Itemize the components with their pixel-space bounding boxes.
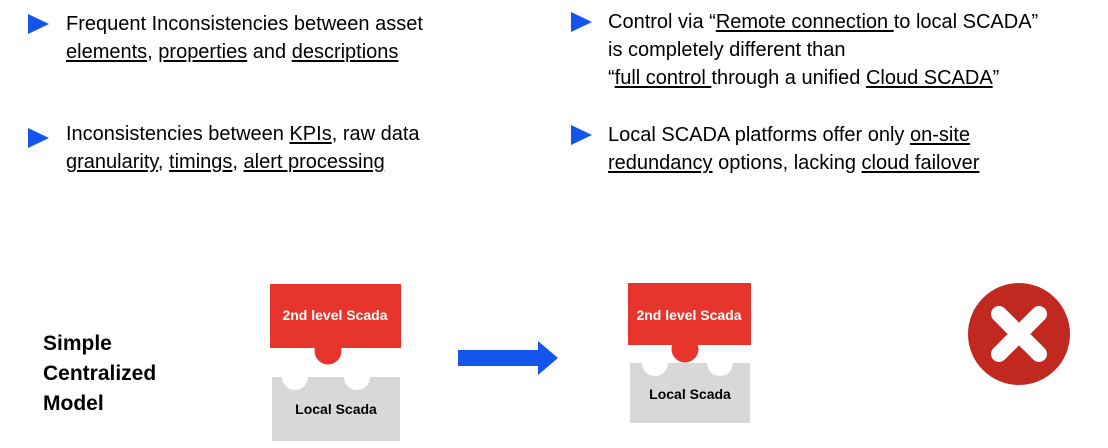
play-triangle-icon — [28, 14, 49, 34]
play-triangle-icon — [571, 125, 592, 145]
text-segment: Inconsistencies between — [66, 123, 290, 145]
text-segment: and — [247, 41, 292, 63]
text-segment: , — [147, 41, 159, 63]
top-piece-label: 2nd level Scada — [636, 307, 741, 323]
top-piece-label: 2nd level Scada — [282, 307, 387, 323]
second-level-scada-piece: 2nd level Scada — [270, 284, 401, 365]
underlined-text-segment: full control — [614, 67, 712, 89]
bullet-text-right-1: Control via “Remote connection to local … — [608, 8, 1108, 92]
text-segment: options, lacking — [712, 152, 862, 174]
text-segment: , — [232, 151, 244, 173]
puzzle-bottom-piece — [630, 363, 750, 423]
underlined-text-segment: timings — [169, 151, 233, 173]
underlined-text-segment: cloud failover — [861, 152, 980, 174]
model-label-line: Centralized — [43, 362, 157, 385]
model-label: Simple Centralized Model — [43, 329, 156, 419]
bottom-piece-label: Local Scada — [649, 386, 731, 402]
right-arrow-icon — [458, 341, 558, 375]
play-triangle-icon — [28, 128, 49, 148]
underlined-text-segment: properties — [158, 41, 248, 63]
underlined-text-segment: descriptions — [291, 41, 399, 63]
text-segment: “ — [608, 67, 615, 89]
text-segment: is completely different than — [608, 39, 846, 61]
arrow-shape — [458, 341, 558, 375]
underlined-text-segment: elements — [66, 41, 148, 63]
text-segment: ” — [992, 67, 1000, 89]
play-triangle-icon — [571, 12, 592, 32]
text-segment: Control via “ — [608, 11, 716, 33]
puzzle-top-piece — [628, 283, 751, 345]
model-label-line: Simple — [43, 332, 112, 355]
underlined-text-segment: alert processing — [243, 151, 385, 173]
local-scada-piece: Local Scada — [272, 377, 400, 441]
bullet-text-right-2: Local SCADA platforms offer only on-site… — [608, 121, 1108, 177]
puzzle-group-joined: Local Scada 2nd level Scada — [628, 283, 751, 423]
underlined-text-segment: redundancy — [608, 152, 713, 174]
underlined-text-segment: granularity — [66, 151, 158, 173]
puzzle-bottom-piece — [272, 377, 400, 441]
text-segment: , raw data — [331, 123, 420, 145]
second-level-scada-piece: 2nd level Scada — [628, 283, 751, 363]
model-label-line: Model — [43, 392, 104, 415]
underlined-text-segment: KPIs — [289, 123, 332, 145]
text-segment: to local SCADA” — [893, 11, 1039, 33]
underlined-text-segment: Cloud SCADA — [865, 67, 993, 89]
cross-circle-icon — [968, 283, 1070, 385]
bottom-piece-label: Local Scada — [295, 401, 377, 417]
text-segment: Local SCADA platforms offer only — [608, 124, 910, 146]
underlined-text-segment: Remote connection — [715, 11, 894, 33]
bullet-text-left-1: Frequent Inconsistencies between asset el… — [66, 10, 506, 66]
text-segment: , — [157, 151, 170, 173]
bullet-text-left-2: Inconsistencies between KPIs, raw data gr… — [66, 120, 506, 176]
cross-x-mark — [991, 306, 1047, 362]
text-segment: Frequent Inconsistencies between asset — [66, 13, 423, 35]
puzzle-group-separated: 2nd level Scada Local Scada — [270, 284, 401, 441]
puzzle-top-piece — [270, 284, 401, 348]
puzzle-knob — [671, 335, 699, 363]
underlined-text-segment: on-site — [910, 124, 971, 146]
local-scada-piece: Local Scada — [630, 363, 750, 423]
text-segment: through a unified — [711, 67, 866, 89]
puzzle-knob — [314, 337, 342, 365]
